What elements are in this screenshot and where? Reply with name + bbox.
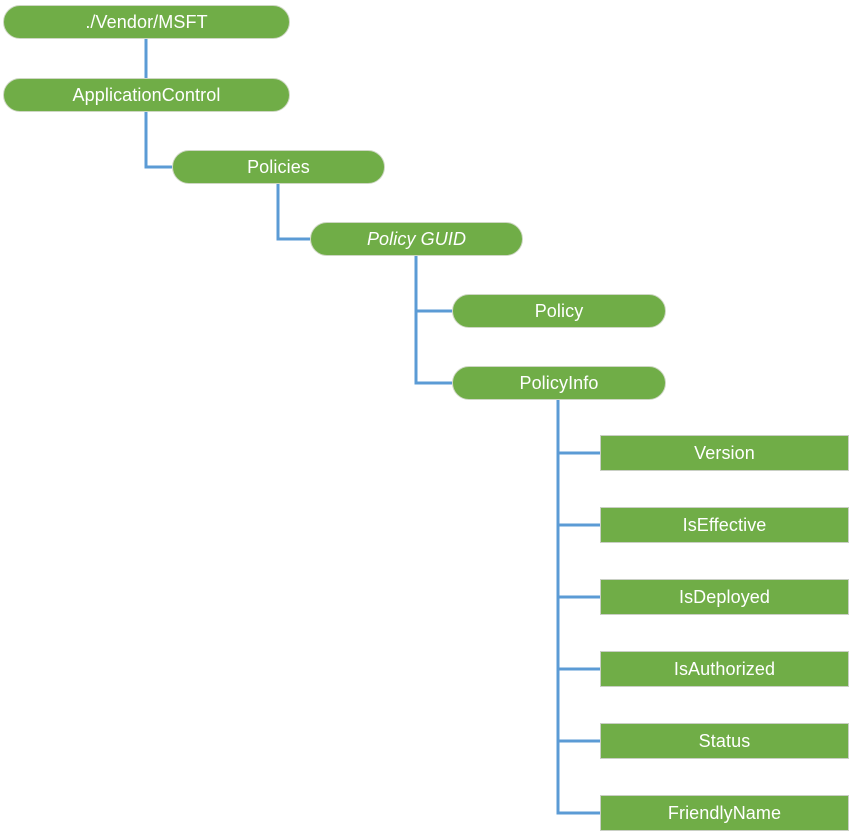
node-label-is-authorized: IsAuthorized — [673, 658, 776, 679]
connector-policy-info-to-friendly-name — [556, 400, 600, 815]
node-label-policy-info: PolicyInfo — [519, 372, 599, 393]
connector-application-control-to-policies — [144, 112, 172, 169]
node-label-status: Status — [698, 730, 751, 751]
connector-policies-to-policy-guid — [276, 184, 310, 241]
connector-policy-info-to-is-effective — [556, 400, 600, 527]
connector-policy-info-to-status — [556, 400, 600, 743]
node-label-application-control: ApplicationControl — [72, 84, 221, 105]
node-policy-info[interactable]: PolicyInfo — [452, 366, 666, 400]
node-label-version: Version — [694, 442, 755, 463]
node-policy[interactable]: Policy — [452, 294, 666, 328]
node-is-deployed[interactable]: IsDeployed — [600, 579, 849, 615]
node-label-vendor-msft: ./Vendor/MSFT — [85, 11, 208, 32]
connector-policy-info-to-version — [556, 400, 600, 455]
node-label-policy-guid: Policy GUID — [366, 228, 467, 249]
node-label-policy: Policy — [534, 300, 584, 321]
node-is-effective[interactable]: IsEffective — [600, 507, 849, 543]
node-policy-guid[interactable]: Policy GUID — [310, 222, 523, 256]
node-label-is-effective: IsEffective — [682, 514, 767, 535]
connector-policy-info-to-is-deployed — [556, 400, 600, 599]
node-friendly-name[interactable]: FriendlyName — [600, 795, 849, 831]
node-label-policies: Policies — [247, 156, 310, 177]
node-is-authorized[interactable]: IsAuthorized — [600, 651, 849, 687]
node-vendor-msft[interactable]: ./Vendor/MSFT — [3, 5, 290, 39]
node-status[interactable]: Status — [600, 723, 849, 759]
node-label-friendly-name: FriendlyName — [667, 802, 782, 823]
connector-policy-info-to-is-authorized — [556, 400, 600, 671]
node-label-is-deployed: IsDeployed — [678, 586, 771, 607]
node-application-control[interactable]: ApplicationControl — [3, 78, 290, 112]
node-version[interactable]: Version — [600, 435, 849, 471]
node-policies[interactable]: Policies — [172, 150, 385, 184]
connector-policy-guid-to-policy-info — [414, 256, 452, 385]
connector-policy-guid-to-policy — [414, 256, 452, 313]
